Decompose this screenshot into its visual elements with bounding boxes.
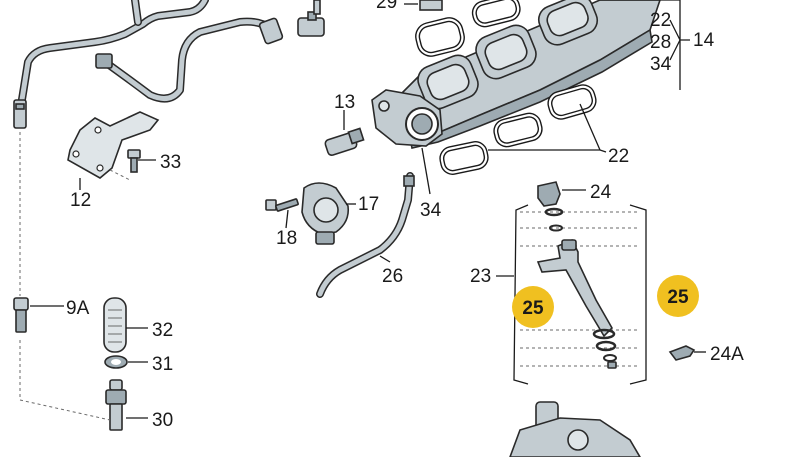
vent-line-26 xyxy=(316,172,415,298)
ring-31 xyxy=(104,355,128,369)
pipe-nut xyxy=(258,17,284,45)
label-28: 28 xyxy=(650,32,671,53)
label-13: 13 xyxy=(334,92,355,113)
label-24a: 24A xyxy=(710,344,744,365)
label-34-top: 34 xyxy=(650,54,672,75)
runner-port-3 xyxy=(537,0,599,46)
label-17: 17 xyxy=(358,194,379,215)
leader-lines xyxy=(19,0,706,421)
injector-body xyxy=(536,238,613,338)
bolt-33 xyxy=(127,149,141,173)
top-gasket-right xyxy=(471,0,521,28)
label-22-gasket: 22 xyxy=(608,146,629,167)
label-30: 30 xyxy=(152,410,173,431)
badge-circle xyxy=(512,286,554,328)
badge-25-right-text: 25 xyxy=(667,287,689,308)
high-pressure-pump xyxy=(509,401,641,457)
clip-24a xyxy=(668,345,696,361)
runner-port-1 xyxy=(417,54,479,110)
label-18: 18 xyxy=(276,228,297,249)
gaskets-22 xyxy=(439,84,597,175)
label-34-hose: 34 xyxy=(420,200,442,221)
label-22-top: 22 xyxy=(650,10,671,31)
badge-25-left-text: 25 xyxy=(522,298,544,319)
label-31: 31 xyxy=(152,354,173,375)
label-32: 32 xyxy=(152,320,173,341)
throttle-flange xyxy=(371,89,443,147)
top-gasket-left xyxy=(415,17,465,57)
label-29: 29 xyxy=(376,0,397,13)
label-12: 12 xyxy=(70,190,91,211)
badge-circle xyxy=(657,275,699,317)
pipe-clip xyxy=(95,53,113,69)
valve-30 xyxy=(105,379,127,431)
sensor-13 xyxy=(324,127,365,157)
sensor-17 xyxy=(301,182,350,245)
label-24: 24 xyxy=(590,182,612,203)
label-14: 14 xyxy=(693,30,715,51)
badge-25-left: 25 xyxy=(512,286,554,328)
fuel-line xyxy=(13,0,284,129)
bolt-18 xyxy=(265,198,299,212)
injector-cap-24 xyxy=(537,181,561,207)
injector-group-23 xyxy=(513,181,647,385)
pressure-sensor-9a xyxy=(13,297,29,333)
label-23: 23 xyxy=(470,266,491,287)
bracket-12 xyxy=(67,111,160,179)
part-29 xyxy=(419,0,443,11)
label-26: 26 xyxy=(382,266,403,287)
runner-port-2 xyxy=(475,24,537,80)
badge-25-right: 25 xyxy=(657,275,699,317)
callout-labels: 29 22 28 34 14 13 22 33 12 24 17 34 18 2… xyxy=(66,0,744,431)
label-9a: 9A xyxy=(66,298,90,319)
union-fitting xyxy=(297,0,325,37)
mesh-filter-32 xyxy=(103,297,127,353)
intake-manifold xyxy=(371,0,661,149)
label-33: 33 xyxy=(160,152,181,173)
